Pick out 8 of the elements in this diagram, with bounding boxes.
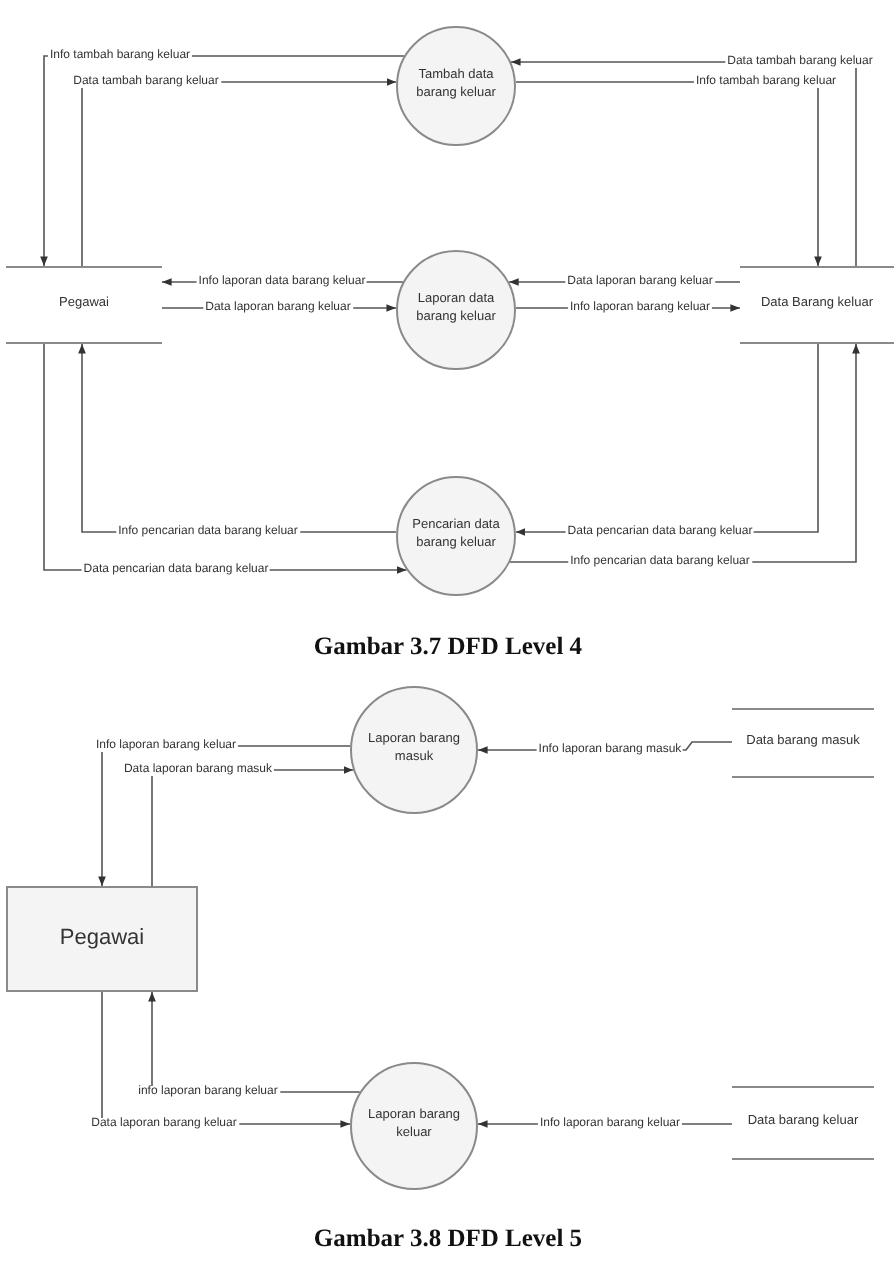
data-store xyxy=(732,1086,874,1160)
data-store xyxy=(732,708,874,778)
data-store xyxy=(6,266,162,344)
figure-caption: Gambar 3.7 DFD Level 4 xyxy=(313,632,583,662)
data-store xyxy=(740,266,894,344)
node-label: Pegawai xyxy=(59,924,145,954)
entity-box xyxy=(6,886,198,992)
figure-caption: Gambar 3.8 DFD Level 5 xyxy=(313,1224,583,1254)
